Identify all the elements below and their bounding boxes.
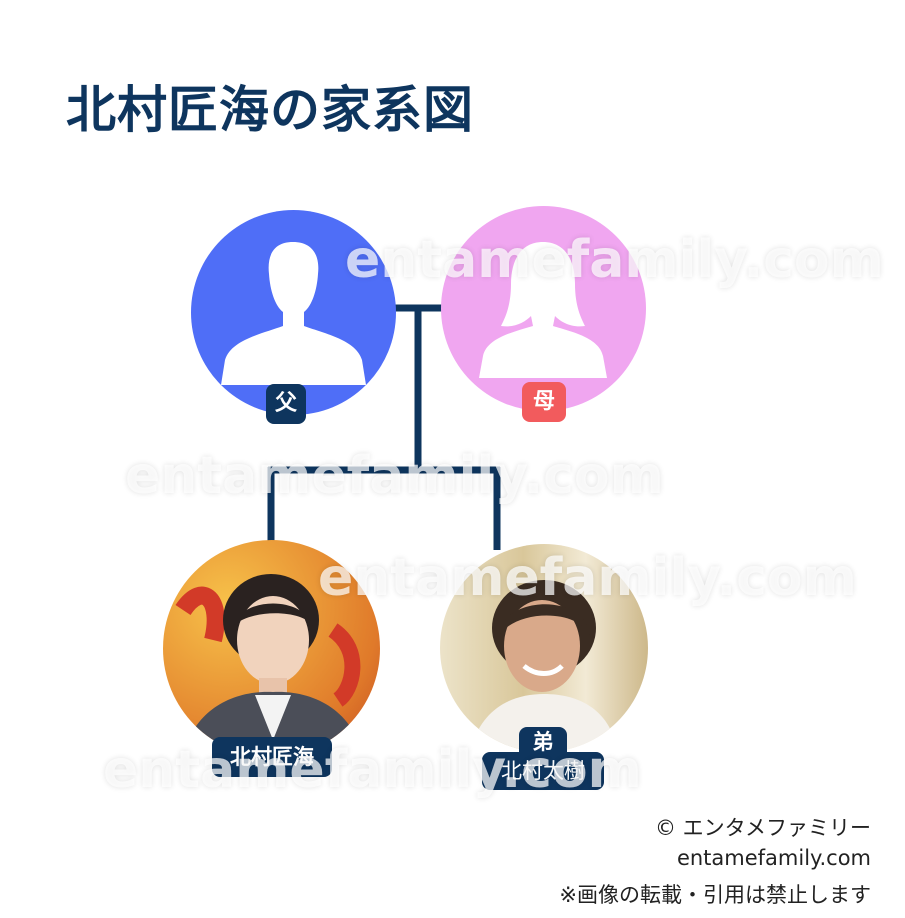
mother-avatar	[441, 206, 646, 411]
mother-label: 母	[522, 382, 566, 422]
female-silhouette-icon	[479, 242, 607, 378]
brother-photo	[440, 544, 648, 752]
father-avatar	[191, 210, 396, 415]
copyright-text: © エンタメファミリー	[654, 816, 871, 840]
brother-relation-label: 弟	[519, 727, 567, 755]
site-url-text: entamefamily.com	[676, 846, 871, 870]
person-photo-placeholder-icon	[470, 580, 618, 752]
father-label: 父	[266, 384, 306, 424]
notice-text: ※画像の転載・引用は禁止します	[559, 883, 871, 907]
male-silhouette-icon	[221, 242, 366, 385]
page-title: 北村匠海の家系図	[66, 81, 474, 139]
self-label: 北村匠海	[212, 737, 332, 777]
person-photo-placeholder-icon	[175, 574, 363, 757]
self-photo	[163, 540, 380, 757]
brother-name-label: 北村太樹	[482, 752, 604, 790]
